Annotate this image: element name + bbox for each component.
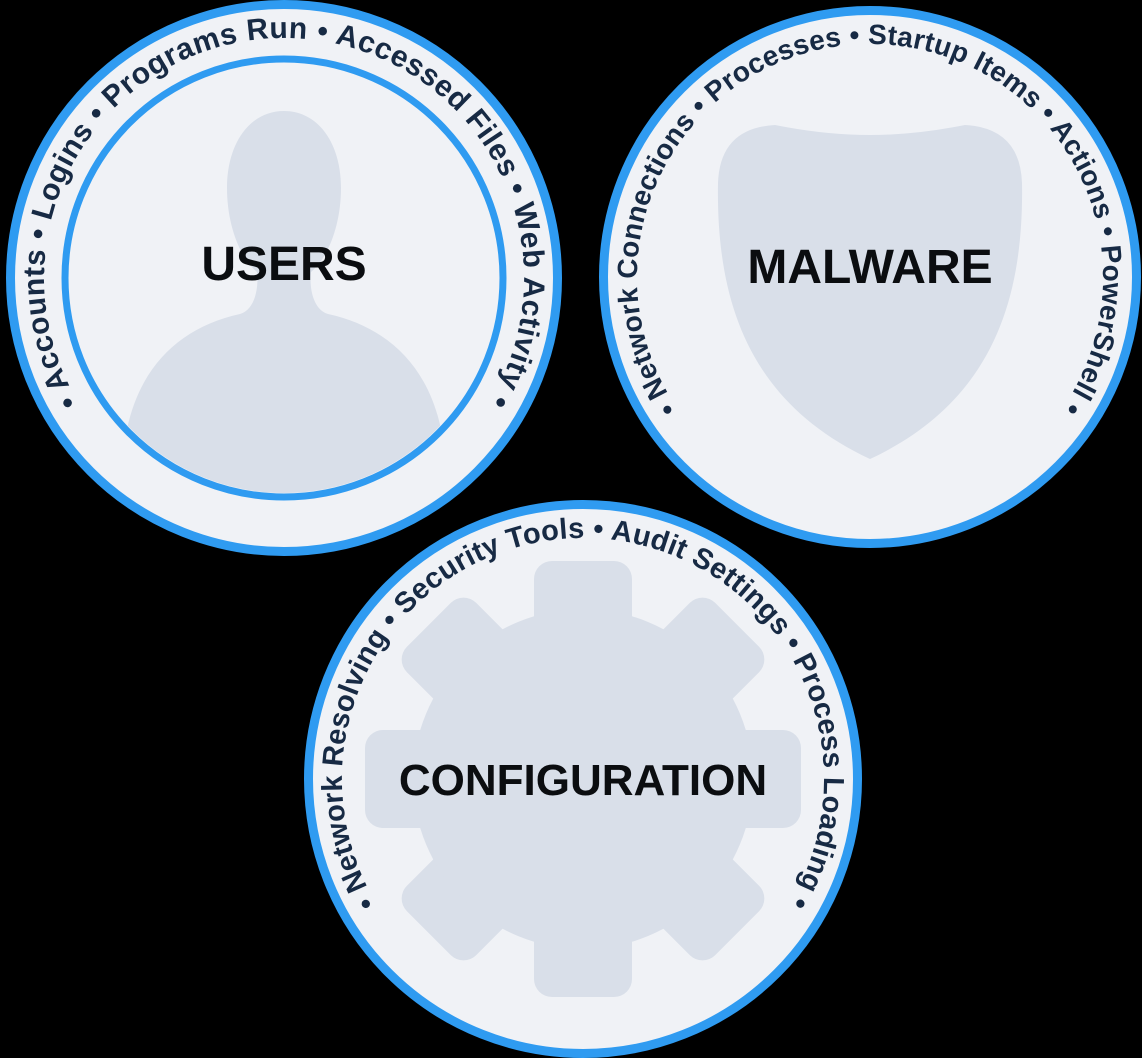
configuration-label: CONFIGURATION [399,756,767,805]
users-label: USERS [201,238,366,291]
malware-badge: • Network Connections • Processes • Star… [599,6,1141,548]
gear-label-band [368,734,798,824]
users-badge: • Accounts • Logins • Programs Run • Acc… [6,0,562,556]
gear-icon [365,561,801,997]
malware-label: MALWARE [747,241,992,294]
user-silhouette-icon [122,111,446,493]
shield-icon [717,125,1023,459]
configuration-badge: • Network Resolving • Security Tools • A… [304,500,862,1058]
